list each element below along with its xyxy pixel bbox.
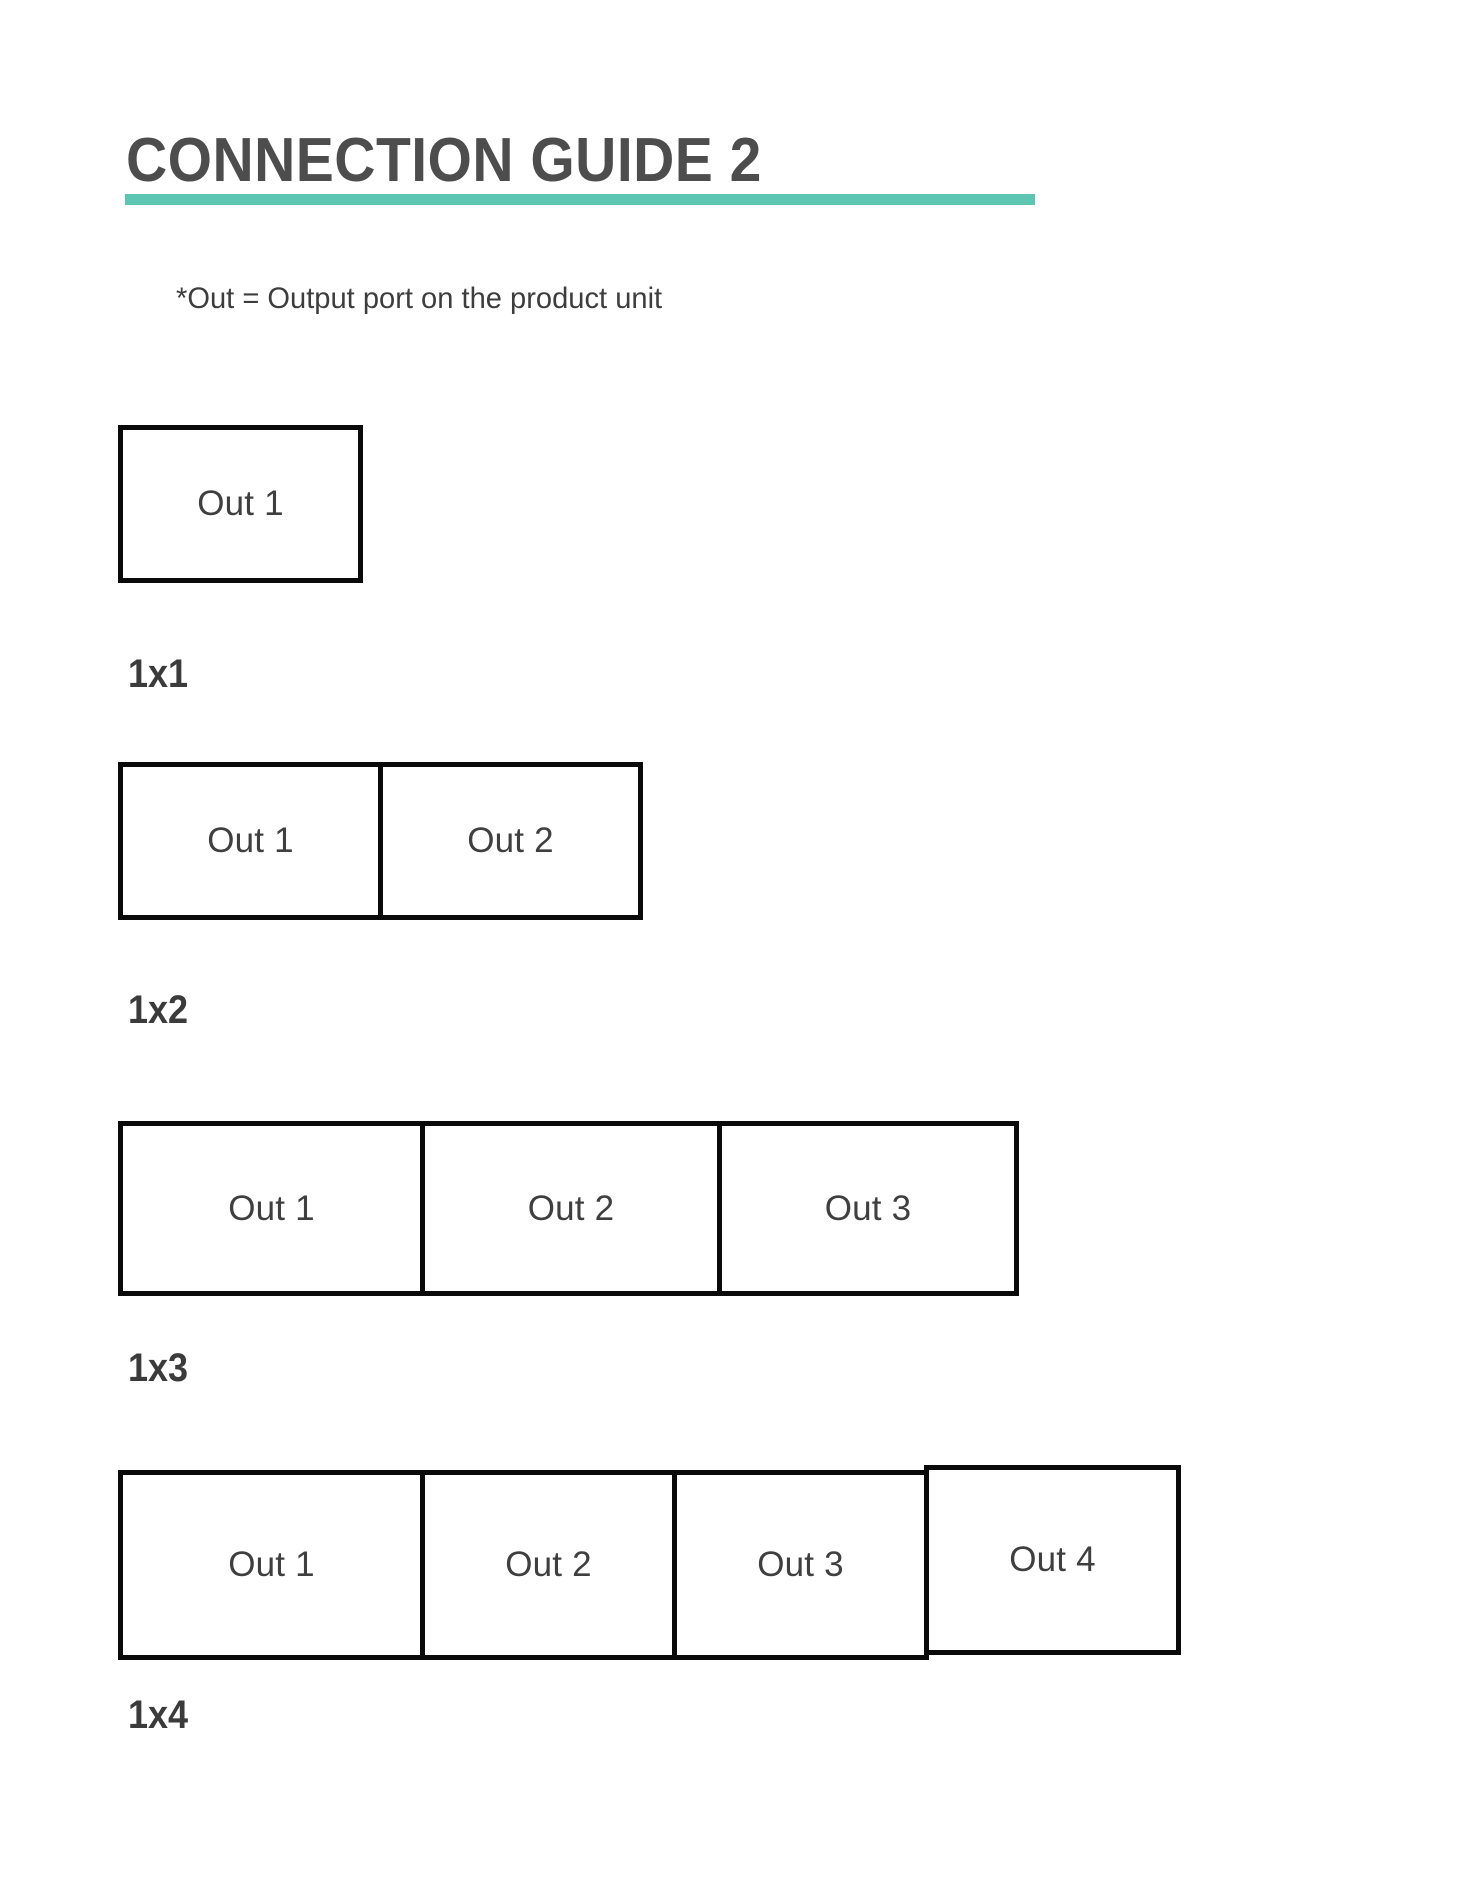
output-port-cell[interactable]: Out 1 bbox=[118, 1470, 425, 1660]
output-port-cell[interactable]: Out 2 bbox=[420, 1470, 677, 1660]
diagram-1x3: Out 1 Out 2 Out 3 bbox=[118, 1121, 1019, 1296]
diagram-label-1x4: 1x4 bbox=[128, 1693, 189, 1737]
diagram-label-1x1: 1x1 bbox=[128, 652, 189, 696]
output-port-cell[interactable]: Out 3 bbox=[717, 1121, 1019, 1296]
output-port-cell[interactable]: Out 1 bbox=[118, 762, 383, 920]
output-port-cell[interactable]: Out 2 bbox=[378, 762, 643, 920]
output-port-cell[interactable]: Out 1 bbox=[118, 425, 363, 583]
output-port-cell[interactable]: Out 4 bbox=[924, 1465, 1181, 1655]
port-row: Out 1 Out 2 Out 3 Out 4 bbox=[118, 1465, 1181, 1660]
port-row: Out 1 bbox=[118, 425, 363, 583]
port-row: Out 1 Out 2 bbox=[118, 762, 643, 920]
title-underline-rule bbox=[125, 194, 1035, 205]
output-port-cell[interactable]: Out 3 bbox=[672, 1470, 929, 1660]
page-title: CONNECTION GUIDE 2 bbox=[126, 125, 762, 195]
output-port-cell[interactable]: Out 2 bbox=[420, 1121, 722, 1296]
diagram-1x4: Out 1 Out 2 Out 3 Out 4 bbox=[118, 1465, 1181, 1660]
diagram-label-1x3: 1x3 bbox=[128, 1346, 189, 1390]
output-port-cell[interactable]: Out 1 bbox=[118, 1121, 425, 1296]
diagram-1x2: Out 1 Out 2 bbox=[118, 762, 643, 920]
legend-note: *Out = Output port on the product unit bbox=[176, 282, 663, 315]
port-row: Out 1 Out 2 Out 3 bbox=[118, 1121, 1019, 1296]
diagram-label-1x2: 1x2 bbox=[128, 988, 189, 1032]
diagram-1x1: Out 1 bbox=[118, 425, 363, 583]
